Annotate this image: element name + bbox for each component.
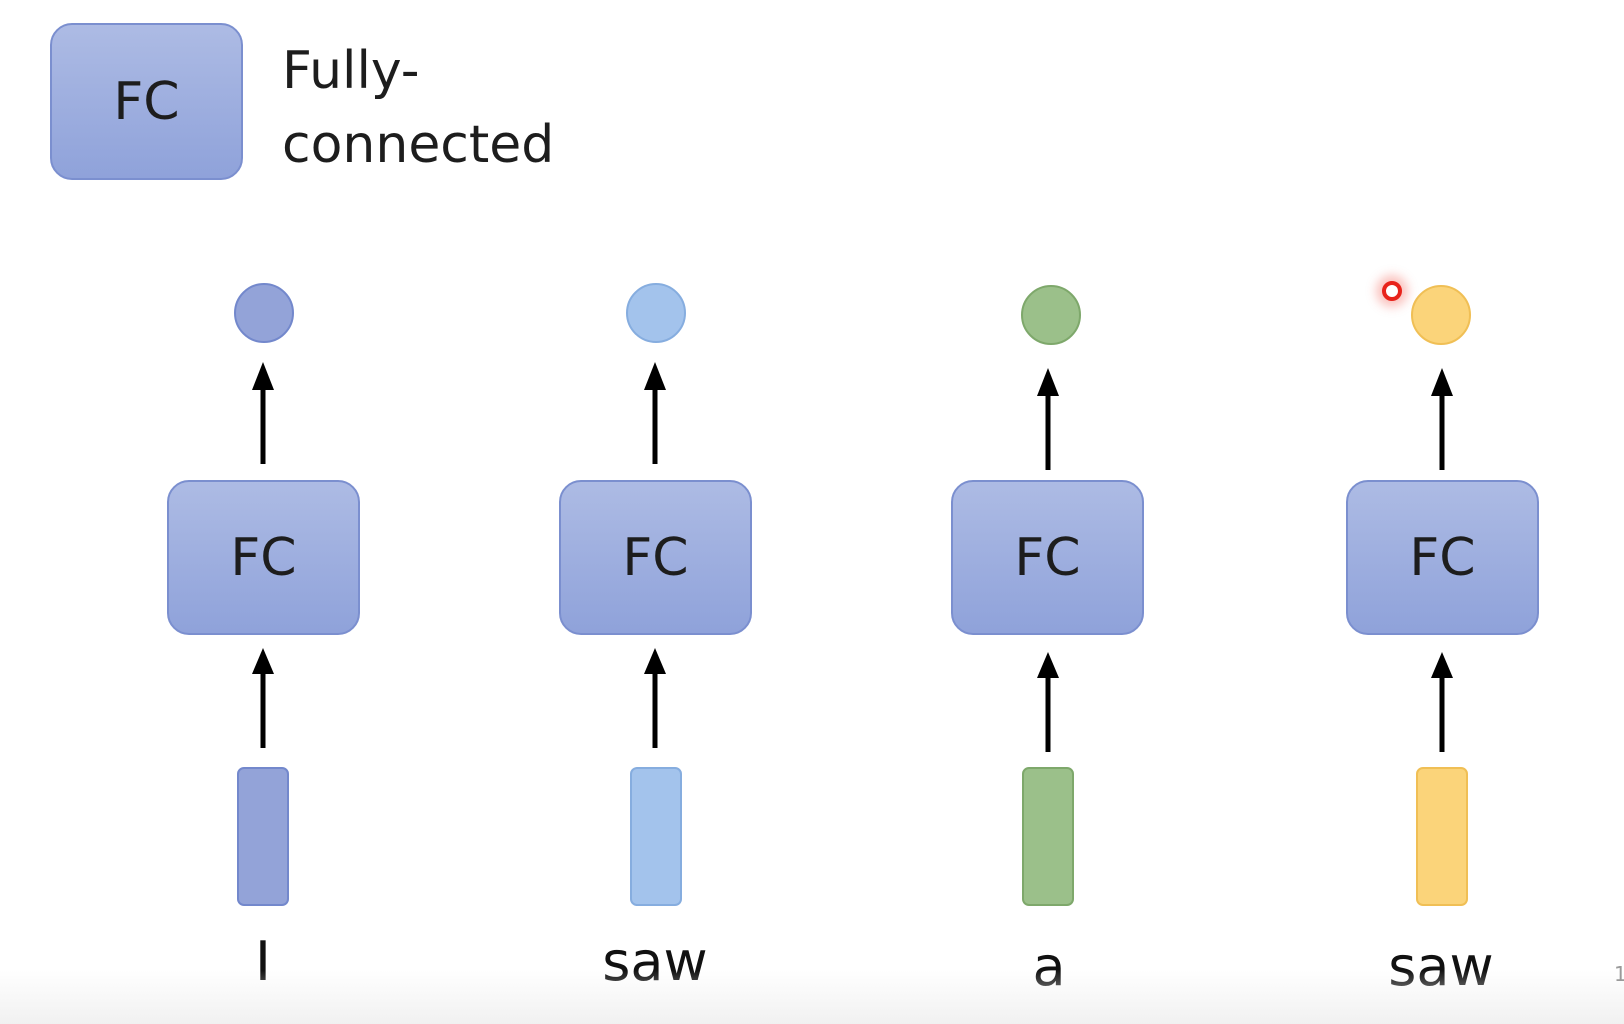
- output-node-3: [1021, 285, 1081, 345]
- arrow-fc-to-output-4: [1431, 368, 1453, 470]
- arrow-fc-to-output-2: [644, 362, 666, 464]
- arrow-fc-to-output-1: [252, 362, 274, 464]
- fc-label-2: FC: [622, 527, 689, 588]
- bottom-fade: [0, 970, 1624, 1024]
- output-node-4: [1411, 285, 1471, 345]
- laser-pointer-cursor: [1382, 281, 1402, 301]
- legend-description: Fully- connected: [282, 34, 554, 182]
- legend-fc-label: FC: [113, 71, 180, 132]
- legend-text-line2: connected: [282, 115, 555, 175]
- arrow-input-to-fc-1: [252, 648, 274, 748]
- output-node-2: [626, 283, 686, 343]
- input-vector-2: [630, 767, 682, 906]
- input-vector-4: [1416, 767, 1468, 906]
- arrow-input-to-fc-4: [1431, 652, 1453, 752]
- arrow-input-to-fc-2: [644, 648, 666, 748]
- fc-layer-3: FC: [951, 480, 1144, 635]
- input-vector-1: [237, 767, 289, 906]
- legend-fc-box: FC: [50, 23, 243, 180]
- fc-layer-4: FC: [1346, 480, 1539, 635]
- fc-label-1: FC: [230, 527, 297, 588]
- output-node-1: [234, 283, 294, 343]
- fc-layer-1: FC: [167, 480, 360, 635]
- arrow-fc-to-output-3: [1037, 368, 1059, 470]
- fc-layer-2: FC: [559, 480, 752, 635]
- fc-label-3: FC: [1014, 527, 1081, 588]
- fc-label-4: FC: [1409, 527, 1476, 588]
- arrow-input-to-fc-3: [1037, 652, 1059, 752]
- page-number: 1: [1614, 962, 1624, 986]
- input-vector-3: [1022, 767, 1074, 906]
- legend-text-line1: Fully-: [282, 41, 420, 101]
